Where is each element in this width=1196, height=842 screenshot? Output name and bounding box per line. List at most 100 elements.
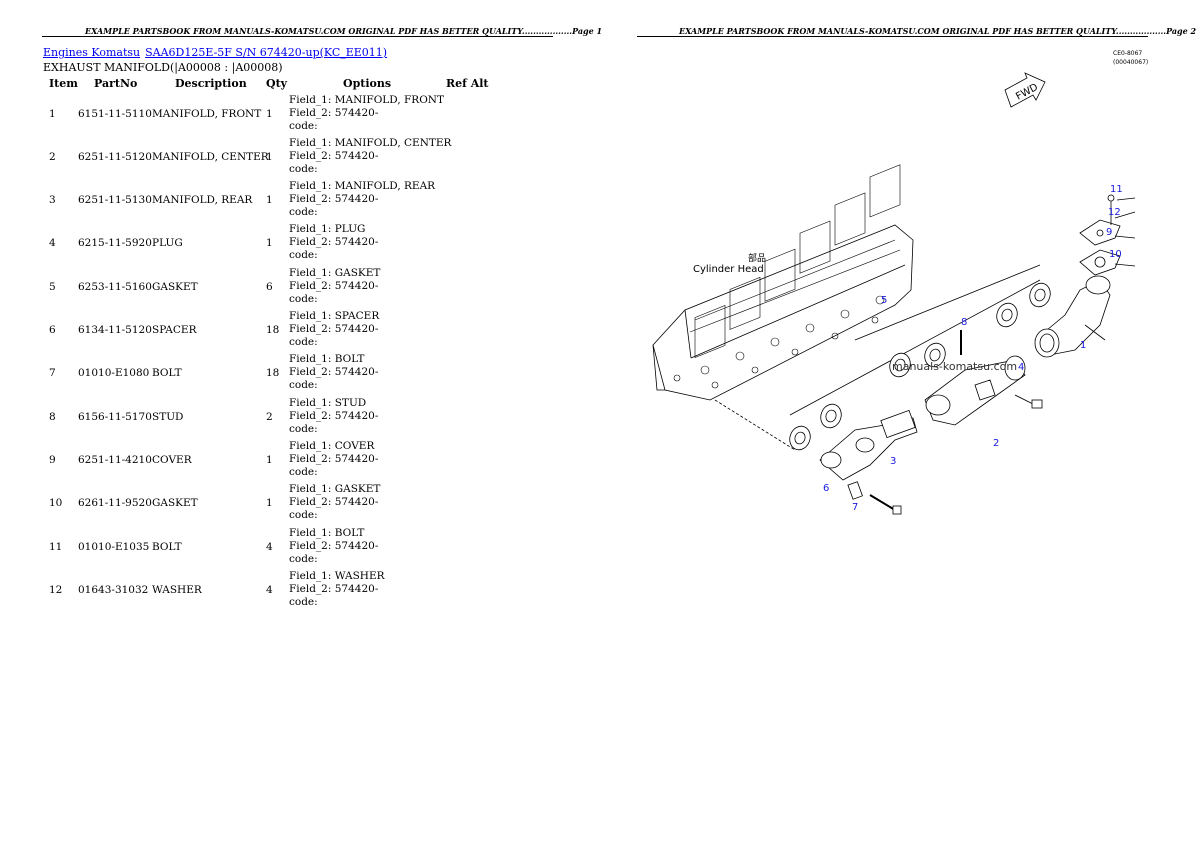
cell-qty: 1	[266, 194, 273, 206]
table-row: 4 6215-11-5920 PLUG 1 Field_1: PLUG Fiel…	[0, 223, 595, 266]
cell-partno: 6261-11-9520	[78, 497, 152, 509]
cell-item: 3	[49, 194, 56, 206]
callout-1: 1	[1080, 340, 1086, 351]
cell-qty: 1	[266, 108, 273, 120]
page-title: EXHAUST MANIFOLD(|A00008 : |A00008)	[43, 61, 283, 74]
cell-options: Field_1: COVER Field_2: 574420- code:	[289, 440, 378, 479]
option-field1: Field_1: SPACER	[289, 310, 380, 322]
cell-description: GASKET	[152, 281, 198, 293]
figure-code: CE0-8067	[1113, 50, 1142, 57]
cell-options: Field_1: PLUG Field_2: 574420- code:	[289, 223, 378, 262]
cell-qty: 4	[266, 584, 273, 596]
cell-item: 1	[49, 108, 56, 120]
manifold-center-drawing	[924, 355, 1026, 426]
column-header-refalt: Ref Alt	[446, 77, 489, 90]
fwd-arrow-icon: FWD	[1004, 72, 1046, 108]
cell-item: 12	[49, 584, 63, 596]
option-field2: Field_2: 574420-	[289, 583, 379, 595]
cell-item: 4	[49, 237, 56, 249]
cover-gasket-drawing	[1079, 194, 1121, 276]
option-field1: Field_1: COVER	[289, 440, 375, 452]
option-field2: Field_2: 574420-	[289, 280, 379, 292]
header-rule	[637, 36, 1148, 37]
option-field1: Field_1: WASHER	[289, 570, 385, 582]
table-row: 9 6251-11-4210 COVER 1 Field_1: COVER Fi…	[0, 440, 595, 483]
option-field2: Field_2: 574420-	[289, 453, 379, 465]
cell-description: STUD	[152, 411, 184, 423]
cell-partno: 01010-E1035	[78, 541, 150, 553]
cell-partno: 6134-11-5120	[78, 324, 152, 336]
cell-qty: 1	[266, 454, 273, 466]
cell-options: Field_1: SPACER Field_2: 574420- code:	[289, 310, 379, 349]
table-row: 8 6156-11-5170 STUD 2 Field_1: STUD Fiel…	[0, 397, 595, 440]
cell-partno: 6251-11-5130	[78, 194, 152, 206]
cylinder-head-drawing: 部品 Cylinder Head	[652, 164, 914, 401]
table-row: 5 6253-11-5160 GASKET 6 Field_1: GASKET …	[0, 267, 595, 310]
cell-item: 9	[49, 454, 56, 466]
figure-code-2: (00040067)	[1113, 59, 1148, 66]
callout-6: 6	[823, 483, 829, 494]
table-row: 7 01010-E1080 BOLT 18 Field_1: BOLT Fiel…	[0, 353, 595, 396]
option-field2: Field_2: 574420-	[289, 410, 379, 422]
breadcrumb-link-model[interactable]: SAA6D125E-5F S/N 674420-up(KC_EE011)	[145, 46, 388, 59]
page-header: EXAMPLE PARTSBOOK FROM MANUALS-KOMATSU.C…	[679, 26, 1196, 36]
option-code: code:	[289, 206, 318, 218]
cell-item: 2	[49, 151, 56, 163]
option-field1: Field_1: GASKET	[289, 483, 381, 495]
header-rule	[42, 36, 553, 37]
option-code: code:	[289, 553, 318, 565]
option-code: code:	[289, 249, 318, 261]
cell-qty: 1	[266, 237, 273, 249]
cell-options: Field_1: GASKET Field_2: 574420- code:	[289, 483, 380, 522]
option-code: code:	[289, 509, 318, 521]
option-field2: Field_2: 574420-	[289, 150, 379, 162]
breadcrumb-link-engines[interactable]: Engines Komatsu	[43, 46, 141, 59]
cell-description: GASKET	[152, 497, 198, 509]
callout-8: 8	[961, 317, 967, 328]
column-header-qty: Qty	[266, 77, 288, 90]
cell-options: Field_1: STUD Field_2: 574420- code:	[289, 397, 378, 436]
option-field1: Field_1: PLUG	[289, 223, 366, 235]
option-field2: Field_2: 574420-	[289, 323, 379, 335]
cell-description: SPACER	[152, 324, 197, 336]
cell-options: Field_1: MANIFOLD, FRONT Field_2: 574420…	[289, 94, 444, 133]
cell-description: COVER	[152, 454, 192, 466]
option-code: code:	[289, 596, 318, 608]
cell-qty: 4	[266, 541, 273, 553]
cell-partno: 6215-11-5920	[78, 237, 152, 249]
option-field2: Field_2: 574420-	[289, 540, 379, 552]
cell-description: BOLT	[152, 541, 182, 553]
option-code: code:	[289, 293, 318, 305]
cell-qty: 1	[266, 151, 273, 163]
breadcrumb: Engines Komatsu SAA6D125E-5F S/N 674420-u…	[43, 46, 387, 59]
table-row: 11 01010-E1035 BOLT 4 Field_1: BOLT Fiel…	[0, 527, 595, 570]
cell-description: MANIFOLD, FRONT	[152, 108, 262, 120]
option-field2: Field_2: 574420-	[289, 107, 379, 119]
option-field1: Field_1: BOLT	[289, 527, 365, 539]
callout-9: 9	[1106, 227, 1112, 238]
cell-description: MANIFOLD, CENTER	[152, 151, 269, 163]
cell-item: 7	[49, 367, 56, 379]
column-header-options: Options	[343, 77, 392, 90]
cell-partno: 6251-11-4210	[78, 454, 152, 466]
cell-partno: 6253-11-5160	[78, 281, 152, 293]
cell-qty: 1	[266, 497, 273, 509]
callout-12: 12	[1108, 207, 1121, 218]
option-field1: Field_1: MANIFOLD, REAR	[289, 180, 436, 192]
cell-options: Field_1: GASKET Field_2: 574420- code:	[289, 267, 380, 306]
cell-description: BOLT	[152, 367, 182, 379]
cell-partno: 6251-11-5120	[78, 151, 152, 163]
cell-options: Field_1: MANIFOLD, REAR Field_2: 574420-…	[289, 180, 435, 219]
table-row: 1 6151-11-5110 MANIFOLD, FRONT 1 Field_1…	[0, 94, 595, 137]
cell-item: 10	[49, 497, 63, 509]
cell-qty: 2	[266, 411, 273, 423]
option-field1: Field_1: STUD	[289, 397, 367, 409]
option-field2: Field_2: 574420-	[289, 236, 379, 248]
callout-5: 5	[881, 295, 887, 306]
cell-partno: 01643-31032	[78, 584, 149, 596]
cell-partno: 6151-11-5110	[78, 108, 152, 120]
option-code: code:	[289, 379, 318, 391]
diagram-page: EXAMPLE PARTSBOOK FROM MANUALS-KOMATSU.C…	[595, 0, 1196, 842]
table-row: 6 6134-11-5120 SPACER 18 Field_1: SPACER…	[0, 310, 595, 353]
parts-list-page: EXAMPLE PARTSBOOK FROM MANUALS-KOMATSU.C…	[0, 0, 602, 842]
